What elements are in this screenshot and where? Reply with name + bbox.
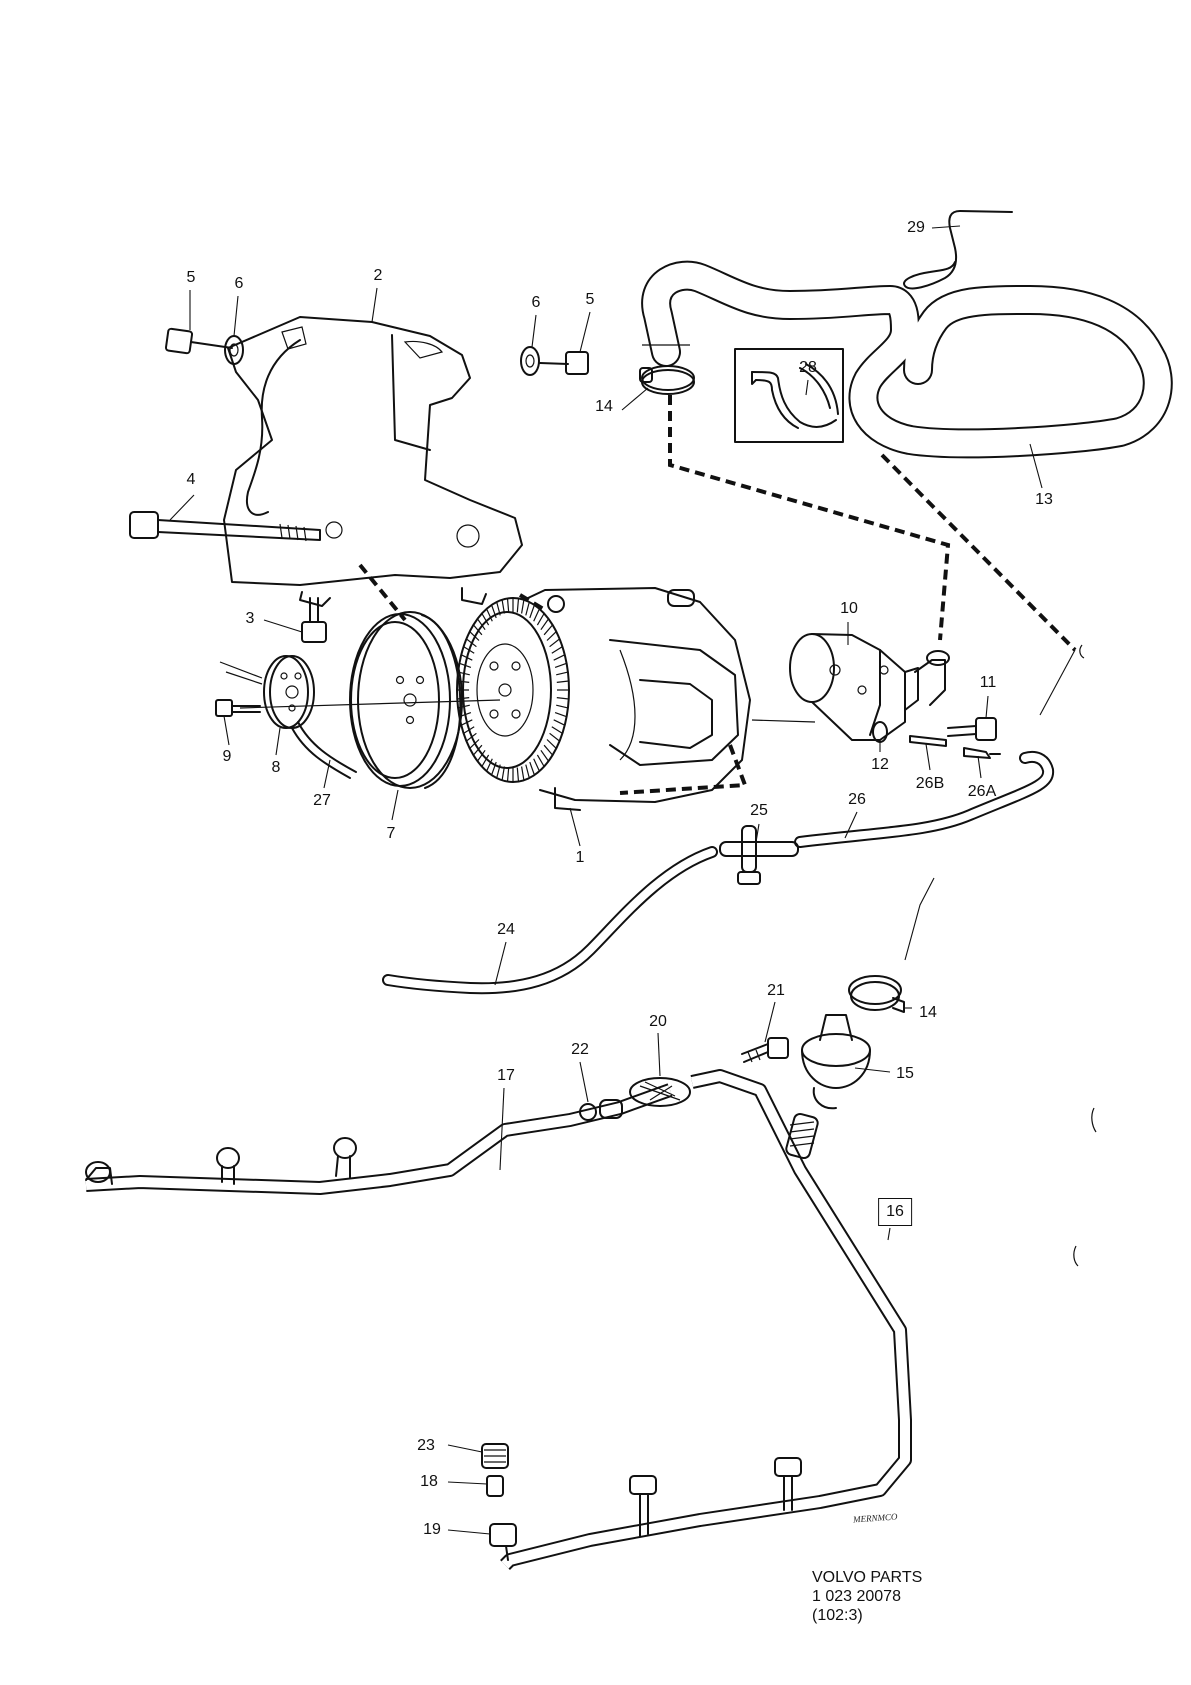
part-label-20: 20 <box>649 1013 667 1030</box>
nut-22 <box>579 1099 623 1121</box>
part-label-19: 19 <box>423 1521 441 1538</box>
part-label-5: 5 <box>585 291 595 308</box>
v-belt-27 <box>291 721 357 779</box>
part-label-23: 23 <box>417 1437 435 1454</box>
hose-13 <box>641 260 1173 459</box>
t-piece-25 <box>719 825 799 885</box>
washer-6-right <box>520 346 540 376</box>
bolt-11 <box>947 717 997 741</box>
pulley-8 <box>263 655 315 729</box>
part-label-29: 29 <box>907 219 925 236</box>
bolt-5-left <box>164 327 233 355</box>
part-label-11: 11 <box>979 674 997 691</box>
nut-19 <box>489 1523 517 1561</box>
hose-clamp-14-top <box>639 365 695 395</box>
hose-clamp-14-bottom <box>848 975 905 1013</box>
fitting-23 <box>481 1443 509 1469</box>
part-label-27: 27 <box>313 792 331 809</box>
hose-26 <box>794 750 1055 848</box>
sleeve-18 <box>486 1475 504 1497</box>
footer-section: (102:3) <box>812 1607 863 1624</box>
gear <box>456 597 570 783</box>
check-valve-15 <box>785 1014 871 1160</box>
part-label-24: 24 <box>497 921 515 938</box>
part-label-26b: 26B <box>915 775 945 792</box>
part-label-21: 21 <box>767 982 785 999</box>
part-label-5: 5 <box>186 269 196 286</box>
part-label-8: 8 <box>271 759 281 776</box>
bracket-2 <box>223 316 523 607</box>
part-label-22: 22 <box>571 1041 589 1058</box>
footer-part-number: 1 023 20078 <box>812 1588 901 1605</box>
part-label-26: 26 <box>848 791 866 808</box>
pipe-17 <box>85 1083 673 1195</box>
part-label-28: 28 <box>799 359 817 376</box>
part-label-16: 16 <box>878 1198 912 1226</box>
clip-29 <box>903 210 1013 290</box>
hose-24 <box>382 846 718 995</box>
part-label-7: 7 <box>386 825 396 842</box>
part-label-6: 6 <box>234 275 244 292</box>
air-pump-1 <box>527 587 751 811</box>
hose-clip-inset-28 <box>734 348 844 443</box>
part-label-9: 9 <box>222 748 232 765</box>
part-label-25: 25 <box>750 802 768 819</box>
pipe-16 <box>500 1069 912 1570</box>
long-bolt-4 <box>129 511 321 542</box>
part-label-12: 12 <box>871 756 889 773</box>
part-label-4: 4 <box>186 471 196 488</box>
bolt-21 <box>741 1037 789 1063</box>
part-label-2: 2 <box>373 267 383 284</box>
part-label-1: 1 <box>575 849 585 866</box>
bolt-5-right <box>539 351 589 375</box>
part-label-26a: 26A <box>967 783 997 800</box>
pulley-7 <box>349 611 463 789</box>
bolt-3 <box>301 597 327 643</box>
part-label-13: 13 <box>1035 491 1053 508</box>
valve-10 <box>789 633 950 741</box>
pin-26b <box>909 735 947 747</box>
part-label-18: 18 <box>420 1473 438 1490</box>
part-label-10: 10 <box>840 600 858 617</box>
nipple-26a <box>963 747 1001 759</box>
part-label-15: 15 <box>896 1065 914 1082</box>
footer-brand: VOLVO PARTS <box>812 1569 923 1586</box>
part-label-6: 6 <box>531 294 541 311</box>
part-label-14: 14 <box>595 398 613 415</box>
part-label-17: 17 <box>497 1067 515 1084</box>
catalog-reference: VOLVO PARTS 1 023 20078 (102:3) <box>812 1568 922 1625</box>
union-20 <box>629 1077 691 1107</box>
part-label-14: 14 <box>919 1004 937 1021</box>
part-label-3: 3 <box>245 610 255 627</box>
